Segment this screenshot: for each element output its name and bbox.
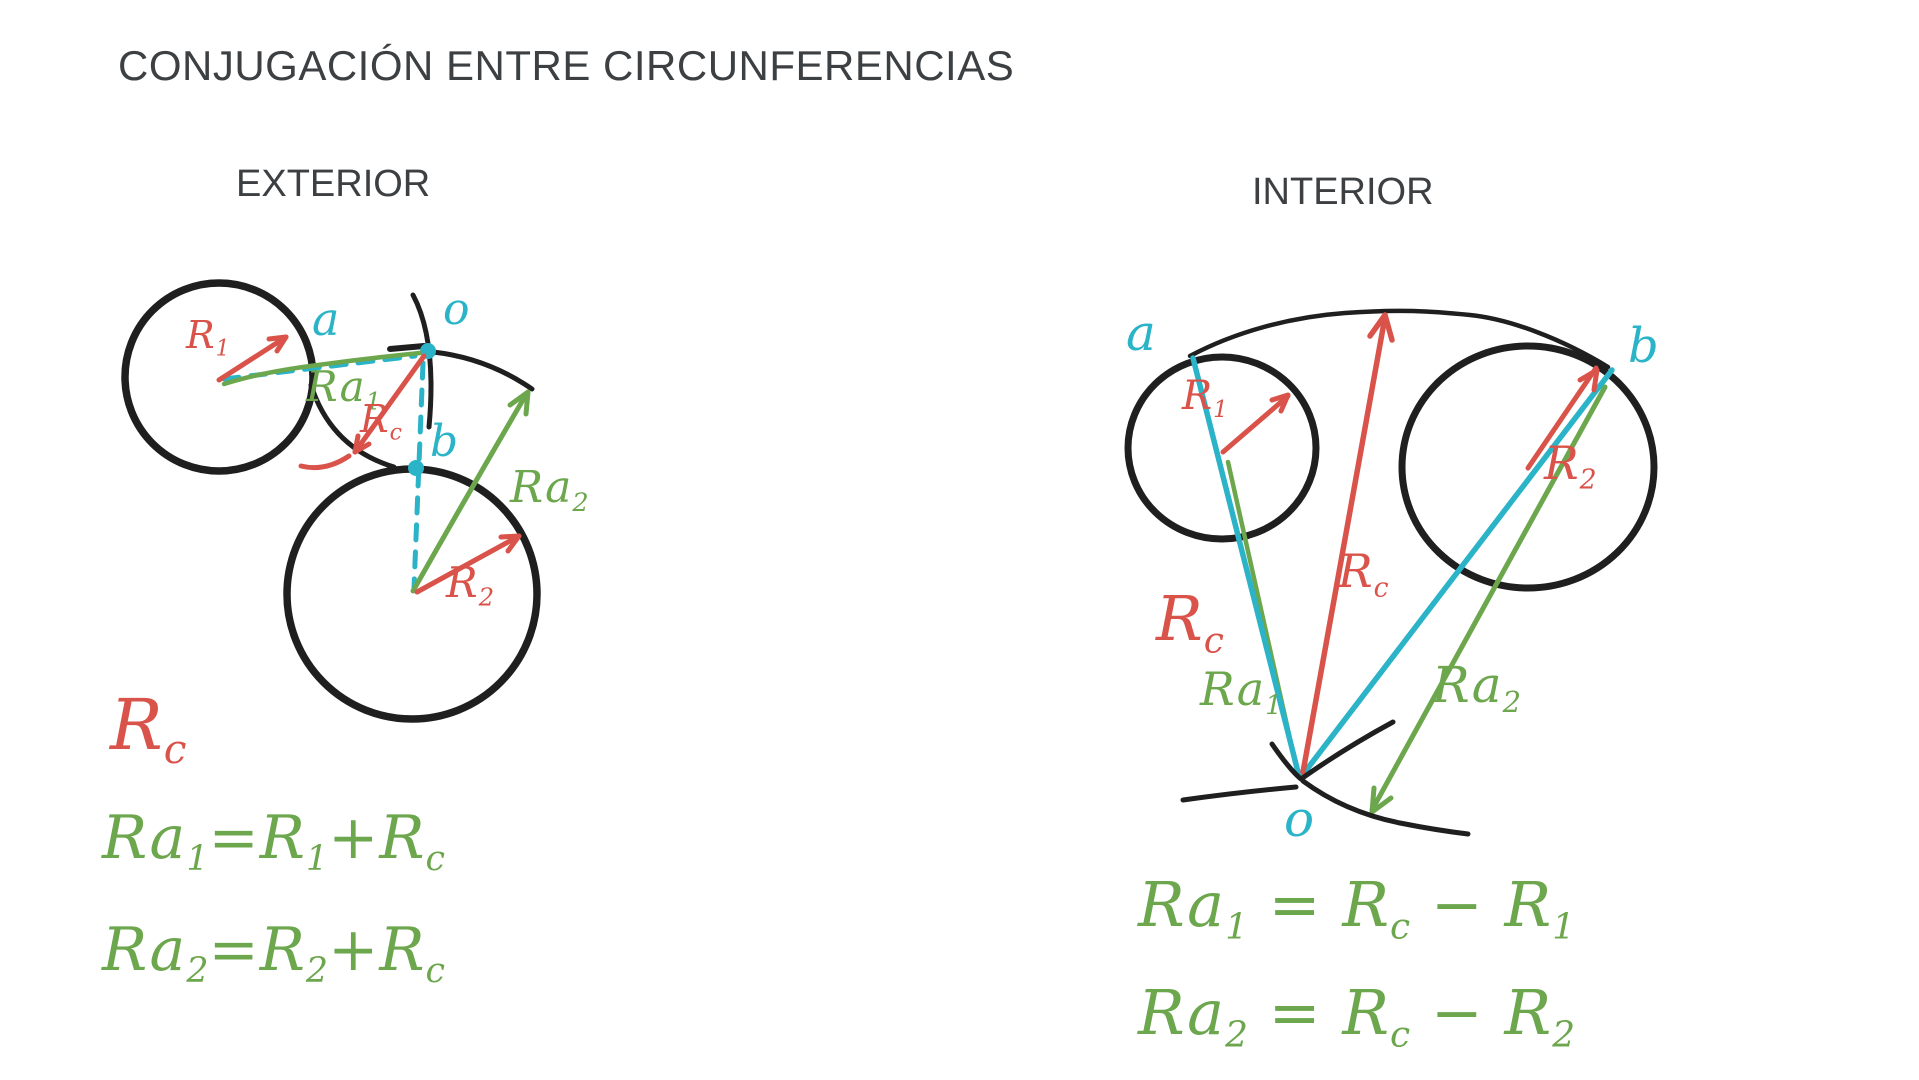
exterior-arrow-r2-head bbox=[498, 533, 522, 554]
exterior-label-a: a bbox=[312, 292, 341, 346]
interior-label-ra1: Ra1 bbox=[1200, 662, 1283, 722]
interior-arrow-r2-head bbox=[1577, 367, 1600, 393]
interior-label-a: a bbox=[1126, 304, 1157, 362]
interior-arrow-r2 bbox=[1525, 365, 1599, 471]
interior-arrow-rc bbox=[1300, 314, 1388, 775]
exterior-label-b: b bbox=[430, 416, 460, 467]
interior-arrow-rc-head bbox=[1367, 312, 1395, 343]
exterior-arrow-rc bbox=[352, 353, 427, 455]
interior-arrow-ra2-head bbox=[1369, 785, 1394, 815]
exterior-construction-arc-2 bbox=[430, 349, 535, 392]
exterior-arrow-ra2-head bbox=[507, 389, 531, 417]
interior-label-r1: R1 bbox=[1182, 373, 1228, 424]
interior-label-rc-mid: Rc bbox=[1338, 544, 1389, 604]
exterior-arrow-rc-tail bbox=[298, 453, 352, 471]
exterior-arrow-ra2 bbox=[410, 390, 530, 594]
exterior-arrow-rc-head bbox=[352, 433, 372, 455]
interior-heading: INTERIOR bbox=[1252, 171, 1434, 213]
exterior-label-ra1: Ra1 bbox=[306, 362, 382, 416]
interior-arrow-ra2 bbox=[1369, 384, 1608, 813]
exterior-arrow-r1 bbox=[216, 334, 289, 383]
exterior-label-rc: Rc bbox=[360, 397, 402, 446]
exterior-formula-rc: Rc bbox=[110, 684, 187, 774]
exterior-label-r1: R1 bbox=[186, 313, 230, 362]
interior-o-arc-upper bbox=[1269, 719, 1396, 782]
exterior-arrow-r1-head bbox=[266, 334, 289, 354]
interior-circle-1 bbox=[1124, 353, 1320, 543]
exterior-center-tick bbox=[387, 343, 427, 352]
interior-arrow-r1 bbox=[1220, 393, 1291, 455]
interior-line-o-a bbox=[1190, 355, 1302, 779]
exterior-label-o: o bbox=[443, 284, 471, 335]
exterior-line-ra1 bbox=[221, 350, 423, 387]
exterior-circle-2 bbox=[283, 465, 541, 723]
interior-circle-2 bbox=[1398, 342, 1658, 592]
interior-label-r2: R2 bbox=[1544, 436, 1597, 496]
exterior-formula-ra1: Ra1=R1+Rc bbox=[102, 803, 446, 880]
exterior-label-r2: R2 bbox=[446, 558, 495, 612]
exterior-formula-ra2: Ra2=R2+Rc bbox=[102, 915, 446, 992]
interior-label-b: b bbox=[1628, 318, 1660, 374]
interior-formula-ra1: Ra1 = Rc − R1 bbox=[1138, 868, 1576, 948]
interior-formula-ra2: Ra2 = Rc − R2 bbox=[1138, 976, 1576, 1056]
exterior-conjugation-arc bbox=[308, 382, 397, 470]
exterior-arrow-r2 bbox=[414, 533, 522, 595]
interior-line-o-b bbox=[1298, 367, 1615, 780]
exterior-label-ra2: Ra2 bbox=[510, 462, 589, 518]
interior-label-ra2: Ra2 bbox=[1432, 656, 1522, 720]
interior-o-arc-lower bbox=[1300, 778, 1471, 837]
interior-label-o: o bbox=[1284, 790, 1316, 848]
interior-arrow-r1-head bbox=[1269, 392, 1291, 414]
interior-o-line-left bbox=[1180, 784, 1299, 803]
exterior-heading: EXTERIOR bbox=[236, 163, 431, 205]
exterior-point-b bbox=[408, 460, 424, 476]
page-title: CONJUGACIÓN ENTRE CIRCUNFERENCIAS bbox=[118, 42, 1015, 89]
exterior-circle-1 bbox=[121, 279, 317, 475]
interior-big-arc bbox=[1187, 308, 1611, 370]
interior-label-rc-left: Rc bbox=[1156, 582, 1224, 662]
